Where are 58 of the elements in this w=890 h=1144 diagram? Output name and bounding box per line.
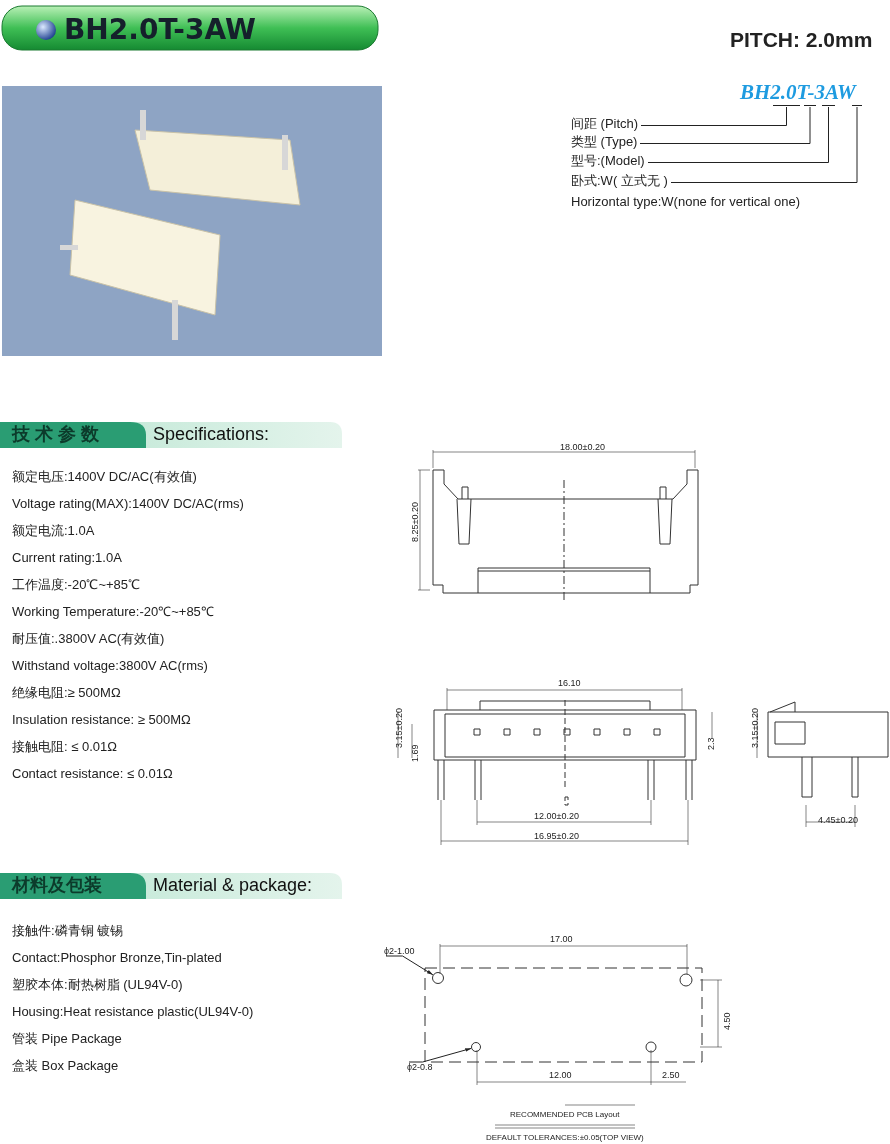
spec-text: 接触件:磷青铜 镀锡: [12, 924, 124, 939]
spec-text: Working Temperature:-20℃~+85℃: [12, 605, 214, 620]
code-underline: [822, 105, 835, 106]
spec-text: 接触电阻: ≤ 0.01Ω: [12, 740, 117, 755]
leader-line: [647, 106, 829, 163]
dimension-label: 3.15±0.20: [750, 708, 761, 748]
dimension-label: 8.25±0.20: [410, 502, 421, 542]
section-heading: Specifications:: [153, 424, 270, 445]
code-underline: [852, 105, 862, 106]
code-underline: [804, 105, 816, 106]
dimension-label: 1.69: [410, 744, 421, 762]
dimension-label: 4.45±0.20: [818, 815, 858, 826]
section-heading: 材料及包装: [12, 875, 102, 896]
dimension-label: 12.00±0.20: [534, 811, 579, 822]
spec-text: Contact resistance: ≤ 0.01Ω: [12, 767, 173, 782]
spec-text: Voltage rating(MAX):1400V DC/AC(rms): [12, 497, 244, 512]
spec-text: 管装 Pipe Package: [12, 1032, 122, 1047]
part-code: BH2.0T-3AW: [740, 80, 856, 105]
spec-text: 工作温度:-20℃~+85℃: [12, 578, 141, 593]
leader-line: [408, 1047, 472, 1063]
leader-line: [670, 106, 858, 183]
spec-text: Contact:Phosphor Bronze,Tin-plated: [12, 951, 222, 966]
legend-label: 卧式:W( 立式无 ): [571, 174, 668, 189]
spec-text: 耐压值:.3800V AC(有效值): [12, 632, 165, 647]
spec-text: 盒装 Box Package: [12, 1059, 119, 1074]
dimension-label: 2.50: [662, 1070, 680, 1081]
legend-label: 间距 (Pitch): [571, 117, 639, 132]
spec-text: 额定电流:1.0A: [12, 524, 95, 539]
note: DEFAULT TOLERANCES:±0.05(TOP VIEW): [486, 1133, 644, 1143]
dimension-label: 4.50: [722, 1012, 733, 1030]
dimension-label: 18.00±0.20: [560, 442, 605, 453]
dimension-label: 3.15±0.20: [394, 708, 405, 748]
dimension-label: 16.95±0.20: [534, 831, 579, 842]
note: Horizontal type:W(none for vertical one): [571, 195, 801, 210]
spec-text: 绝缘电阻:≥ 500MΩ: [12, 686, 121, 701]
spec-text: 额定电压:1400V DC/AC(有效值): [12, 470, 197, 485]
legend-label: 型号:(Model): [571, 154, 645, 169]
spec-text: Insulation resistance: ≥ 500MΩ: [12, 713, 191, 728]
dimension-label: ϕ2-1.00: [384, 946, 415, 957]
pitch-label: PITCH: 2.0mm: [730, 28, 873, 53]
leader-line: [385, 955, 434, 976]
dimension-label: 2.3: [706, 737, 717, 750]
title: BH2.0T-3AW: [64, 14, 256, 47]
legend-label: 类型 (Type): [571, 135, 638, 150]
section-heading: Material & package:: [153, 875, 313, 896]
dimension-label: ϕ2-0.8: [407, 1062, 433, 1073]
spec-text: Housing:Heat resistance plastic(UL94V-0): [12, 1005, 254, 1020]
note: RECOMMENDED PCB Layout: [510, 1110, 620, 1120]
section-heading: 技 术 参 数: [12, 424, 99, 445]
dimension-label: 12.00: [549, 1070, 572, 1081]
spec-text: 塑胶本体:耐热树脂 (UL94V-0): [12, 978, 183, 993]
dimension-label: 16.10: [558, 678, 581, 689]
code-underline: [773, 105, 800, 106]
leader-line: [640, 106, 787, 126]
dimension-label: 17.00: [550, 934, 573, 945]
spec-text: Current rating:1.0A: [12, 551, 122, 566]
leader-line: [639, 106, 811, 144]
spec-text: Withstand voltage:3800V AC(rms): [12, 659, 208, 674]
